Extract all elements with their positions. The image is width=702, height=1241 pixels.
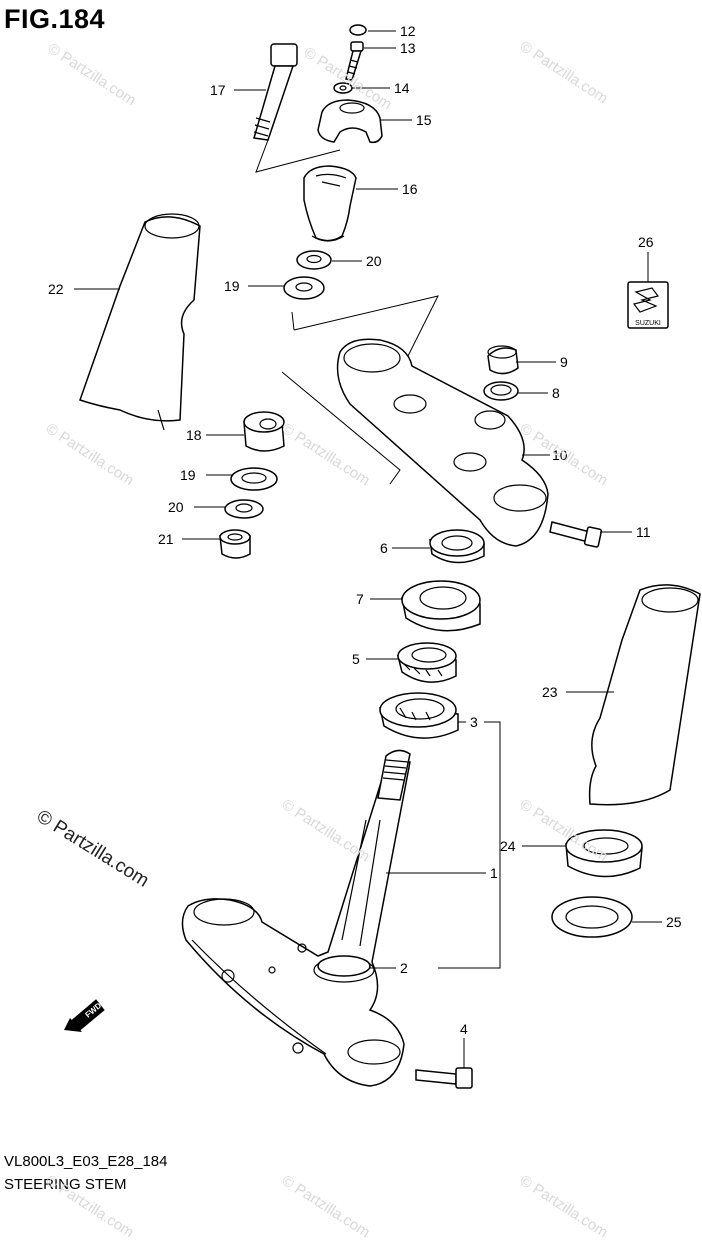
callout-labels: 12 13 14 15 16 17 20 19 22 26 9 8 18 10 …	[48, 23, 682, 1037]
callout-19-lower: 19	[180, 467, 196, 483]
callout-7: 7	[356, 591, 364, 607]
part-6-lock-nut[interactable]	[429, 529, 485, 564]
callout-24: 24	[500, 838, 516, 854]
callout-10: 10	[552, 447, 568, 463]
part-5-bearing-upper[interactable]	[397, 642, 457, 683]
callout-26: 26	[638, 234, 654, 250]
part-23-fork-cover-right[interactable]	[588, 584, 701, 806]
fwd-arrow-icon: FWD	[64, 999, 105, 1032]
callout-13: 13	[400, 40, 416, 56]
part-9-nut[interactable]	[487, 345, 519, 375]
callout-5: 5	[352, 651, 360, 667]
part-20-washer-upper[interactable]	[296, 250, 332, 270]
part-8-washer[interactable]	[483, 381, 519, 401]
callout-19-upper: 19	[224, 278, 240, 294]
part-12-cap[interactable]	[349, 24, 367, 36]
part-4-bolt[interactable]	[415, 1067, 473, 1089]
callout-8: 8	[552, 385, 560, 401]
part-21-nut[interactable]	[219, 529, 251, 559]
part-17-bolt[interactable]	[253, 43, 298, 141]
emblem-text: SUZUKI	[635, 320, 661, 327]
callout-17: 17	[210, 82, 226, 98]
callout-9: 9	[560, 354, 568, 370]
part-7-dust-seal[interactable]	[401, 580, 481, 632]
part-1-steering-stem[interactable]	[181, 749, 411, 1087]
part-2-dust-seal[interactable]	[317, 955, 371, 977]
part-15-holder-upper[interactable]	[317, 99, 383, 144]
callout-1: 1	[490, 865, 498, 881]
callout-20-lower: 20	[168, 499, 184, 515]
leader-lines	[74, 30, 662, 1068]
part-13-bolt[interactable]	[345, 41, 364, 81]
figure-code: VL800L3_E03_E28_184	[4, 1153, 168, 1170]
part-16-holder-lower[interactable]	[303, 165, 357, 242]
callout-4: 4	[460, 1021, 468, 1037]
part-18-bushing[interactable]	[243, 411, 285, 452]
callout-2: 2	[400, 960, 408, 976]
callout-6: 6	[380, 540, 388, 556]
part-25-washer[interactable]	[551, 896, 633, 938]
callout-11: 11	[636, 524, 651, 540]
callout-25: 25	[666, 914, 682, 930]
callout-16: 16	[402, 181, 418, 197]
part-22-fork-cover-left[interactable]	[79, 213, 201, 431]
part-10-upper-bracket[interactable]	[336, 338, 549, 547]
callout-14: 14	[394, 80, 410, 96]
parts-diagram: SUZUKI	[48, 23, 701, 1089]
part-19-cushion-lower[interactable]	[230, 467, 278, 491]
callout-18: 18	[186, 427, 202, 443]
part-24-steering-nut[interactable]	[565, 829, 643, 878]
figure-title: FIG.184	[4, 4, 106, 34]
callout-22: 22	[48, 281, 64, 297]
callout-3: 3	[470, 714, 478, 730]
part-26-emblem[interactable]: SUZUKI	[627, 281, 669, 329]
callout-15: 15	[416, 112, 432, 128]
part-11-bolt[interactable]	[549, 521, 603, 548]
part-3-bearing-lower[interactable]	[379, 692, 459, 739]
callout-12: 12	[400, 23, 416, 39]
part-19-cushion-upper[interactable]	[283, 276, 325, 300]
callout-23: 23	[542, 684, 558, 700]
figure-name: STEERING STEM	[4, 1176, 127, 1193]
callout-21: 21	[158, 531, 174, 547]
callout-20-upper: 20	[366, 253, 382, 269]
part-20-washer-lower[interactable]	[224, 499, 264, 519]
